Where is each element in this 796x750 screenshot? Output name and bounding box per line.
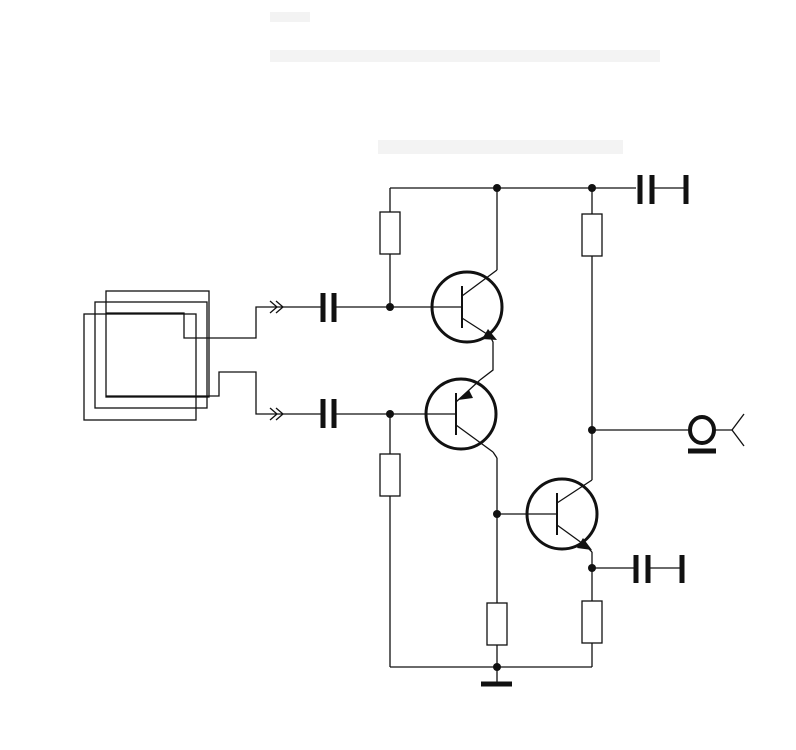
background-artifacts [270,12,660,154]
transformer-lead-bottom [106,371,283,415]
junctions [386,184,596,671]
input-capacitor-top [283,293,390,322]
resistor-r3 [379,453,401,497]
headphone-jack-icon [688,415,716,445]
output-stage [592,413,745,454]
transformer-winding-outer [83,313,197,421]
input-capacitor-bottom [283,399,390,428]
ground-bus [390,666,592,687]
transistor-q3 [497,477,599,551]
resistor-r2 [581,213,603,257]
transistor-q2 [390,377,498,453]
transistor-q1 [390,269,504,344]
supply-capacitor-bottom [592,555,685,583]
resistor-r5 [581,600,603,644]
resistor-r4 [486,602,508,646]
input-transformer [83,290,284,421]
transformer-winding-inner [105,290,210,398]
resistor-r1 [379,211,401,255]
transformer-lead-top [106,306,283,339]
wire-q1-q2 [479,335,494,381]
supply-capacitor-top [637,175,689,204]
transformer-winding-middle [94,301,208,409]
